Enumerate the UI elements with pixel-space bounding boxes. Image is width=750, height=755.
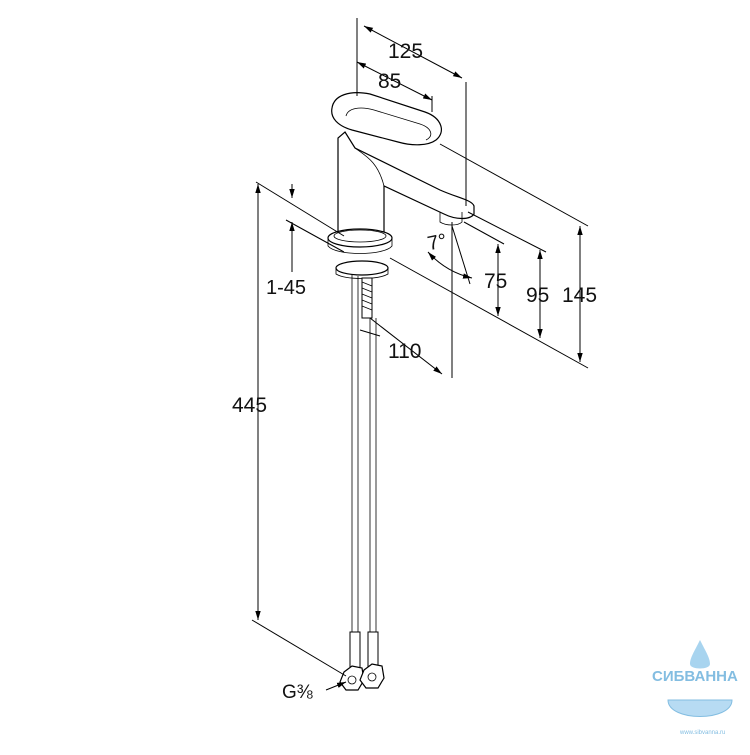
dim-145: 145 <box>562 284 597 307</box>
dim-85: 85 <box>378 70 401 93</box>
dim-445: 445 <box>232 394 267 417</box>
connection-nut-right <box>359 663 385 689</box>
mounting-nut <box>335 260 389 276</box>
base-cylinder <box>327 238 393 254</box>
watermark-logo: СИБВАННА www.sibvanna.ru <box>652 640 738 736</box>
dim-95: 95 <box>526 284 549 307</box>
watermark-brand: СИБВАННА <box>652 668 738 685</box>
dim-110: 110 <box>388 340 421 363</box>
spout <box>337 131 475 237</box>
bathtub-icon <box>667 699 733 717</box>
hose-ferrule-right <box>367 631 379 669</box>
dim-connection: G⅜ <box>282 682 313 703</box>
dim-75: 75 <box>484 270 507 293</box>
dim-125: 125 <box>388 40 423 63</box>
base-ring-inner <box>333 229 387 243</box>
hose-ferrule-left <box>349 631 361 669</box>
dim-7-deg: 7° <box>426 230 449 255</box>
lever-inner-face <box>345 107 432 141</box>
stud-thread <box>361 281 373 311</box>
water-drop-icon <box>690 640 710 669</box>
connection-nut-left-bore <box>347 675 357 685</box>
lever-handle <box>331 92 442 146</box>
dim-1-45: 1-45 <box>266 277 306 299</box>
faucet-body <box>327 92 475 691</box>
spout-edge <box>354 147 385 187</box>
connection-nut-right-bore <box>367 672 377 682</box>
dimension-lines <box>251 18 589 691</box>
watermark-url: www.sibvanna.ru <box>679 730 725 736</box>
dimension-labels: 125 85 7° 75 95 145 1-45 110 445 G⅜ <box>232 40 597 703</box>
